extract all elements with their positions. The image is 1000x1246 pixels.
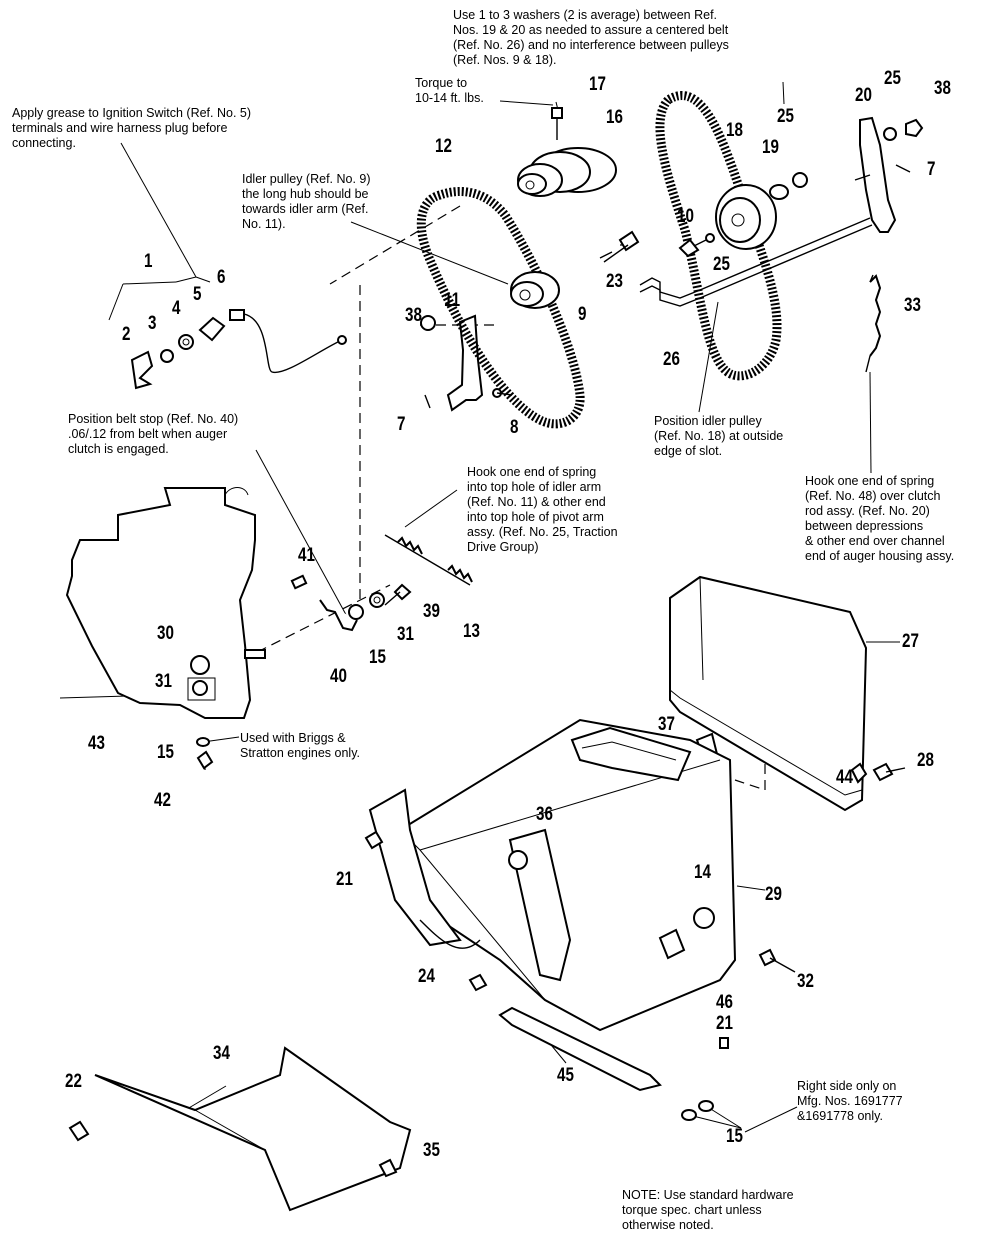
idler-18-note: Position idler pulley (Ref. No. 18) at o… — [654, 414, 784, 458]
ref-7-clutch: 7 — [927, 159, 936, 180]
ref-10: 10 — [677, 206, 694, 227]
ref-8: 8 — [510, 417, 519, 438]
ref-22: 22 — [65, 1071, 82, 1092]
ref-31-stop: 31 — [397, 624, 414, 645]
ref-16: 16 — [606, 107, 623, 128]
ref-37: 37 — [658, 714, 675, 735]
ref-39: 39 — [423, 601, 440, 622]
ref-4: 4 — [172, 298, 181, 319]
ref-14: 14 — [694, 862, 711, 883]
spring-13 — [384, 534, 473, 586]
washer-note: Use 1 to 3 washers (2 is average) betwee… — [453, 8, 729, 67]
ref-15-stop: 15 — [369, 647, 386, 668]
ref-19: 19 — [762, 137, 779, 158]
ref-2: 2 — [122, 324, 131, 345]
ref-18: 18 — [726, 120, 743, 141]
briggs-note: Used with Briggs & Stratton engines only… — [240, 731, 360, 760]
ref-25-mid: 25 — [777, 106, 794, 127]
idler-hub-note: Idler pulley (Ref. No. 9) the long hub s… — [242, 172, 371, 231]
ref-6: 6 — [217, 267, 226, 288]
ref-1: 1 — [144, 251, 153, 272]
ignition-switch-assembly — [130, 309, 347, 390]
hardware-note: NOTE: Use standard hardware torque spec.… — [622, 1188, 794, 1232]
ref-21-housing: 21 — [336, 869, 353, 890]
auger-belt-12 — [416, 187, 585, 429]
ref-38-rod: 38 — [934, 78, 951, 99]
ref-15-briggs: 15 — [157, 742, 174, 763]
bolt-23 — [599, 230, 640, 263]
ref-33: 33 — [904, 295, 921, 316]
spring-13-note: Hook one end of spring into top hole of … — [467, 465, 618, 554]
idler-pulley-18 — [678, 172, 808, 258]
clutch-rod-20 — [639, 116, 924, 307]
ref-26: 26 — [663, 349, 680, 370]
ref-45: 45 — [557, 1065, 574, 1086]
ref-30: 30 — [157, 623, 174, 644]
ref-41: 41 — [298, 545, 315, 566]
ref-20: 20 — [855, 85, 872, 106]
ref-43: 43 — [88, 733, 105, 754]
spring-33-note: Hook one end of spring (Ref. No. 48) ove… — [805, 474, 955, 563]
ref-40: 40 — [330, 666, 347, 687]
torque-note: Torque to 10-14 ft. lbs. — [415, 76, 484, 105]
auger-housing-29 — [364, 718, 796, 1049]
engine-pulley-16 — [517, 107, 617, 197]
ref-23: 23 — [606, 271, 623, 292]
ref-44: 44 — [836, 767, 853, 788]
ref-5: 5 — [193, 284, 202, 305]
ref-13: 13 — [463, 621, 480, 642]
belt-stop-hardware — [290, 574, 412, 632]
ref-24: 24 — [418, 966, 435, 987]
right-side-note: Right side only on Mfg. Nos. 1691777 &16… — [797, 1079, 903, 1123]
spring-33 — [865, 274, 882, 373]
ref-7-idler: 7 — [397, 414, 406, 435]
ref-25-low: 25 — [713, 254, 730, 275]
ref-25-top: 25 — [884, 68, 901, 89]
traction-belt-26 — [655, 91, 782, 381]
ref-15-right: 15 — [726, 1126, 743, 1147]
ref-38-arm: 38 — [405, 305, 422, 326]
belt-cover-27 — [669, 575, 906, 812]
grease-note: Apply grease to Ignition Switch (Ref. No… — [12, 106, 252, 150]
belt-stop-note: Position belt stop (Ref. No. 40) .06/.12… — [68, 412, 239, 456]
ref-3: 3 — [148, 313, 157, 334]
engine-outline — [65, 487, 266, 719]
ref-21-bottom: 21 — [716, 1013, 733, 1034]
ref-32: 32 — [797, 971, 814, 992]
ref-29: 29 — [765, 884, 782, 905]
skid-plate-34 — [68, 737, 714, 1212]
ref-42: 42 — [154, 790, 171, 811]
idler-pulley-9 — [510, 271, 560, 309]
ref-35: 35 — [423, 1140, 440, 1161]
ref-34: 34 — [213, 1043, 230, 1064]
bracket-45 — [468, 973, 662, 1092]
ref-12: 12 — [435, 136, 452, 157]
ref-17: 17 — [589, 74, 606, 95]
ref-9: 9 — [578, 304, 587, 325]
ref-11: 11 — [444, 290, 461, 311]
ref-28: 28 — [917, 750, 934, 771]
ref-27: 27 — [902, 631, 919, 652]
ref-46: 46 — [716, 992, 733, 1013]
ref-36: 36 — [536, 804, 553, 825]
ref-31-engine: 31 — [155, 671, 172, 692]
